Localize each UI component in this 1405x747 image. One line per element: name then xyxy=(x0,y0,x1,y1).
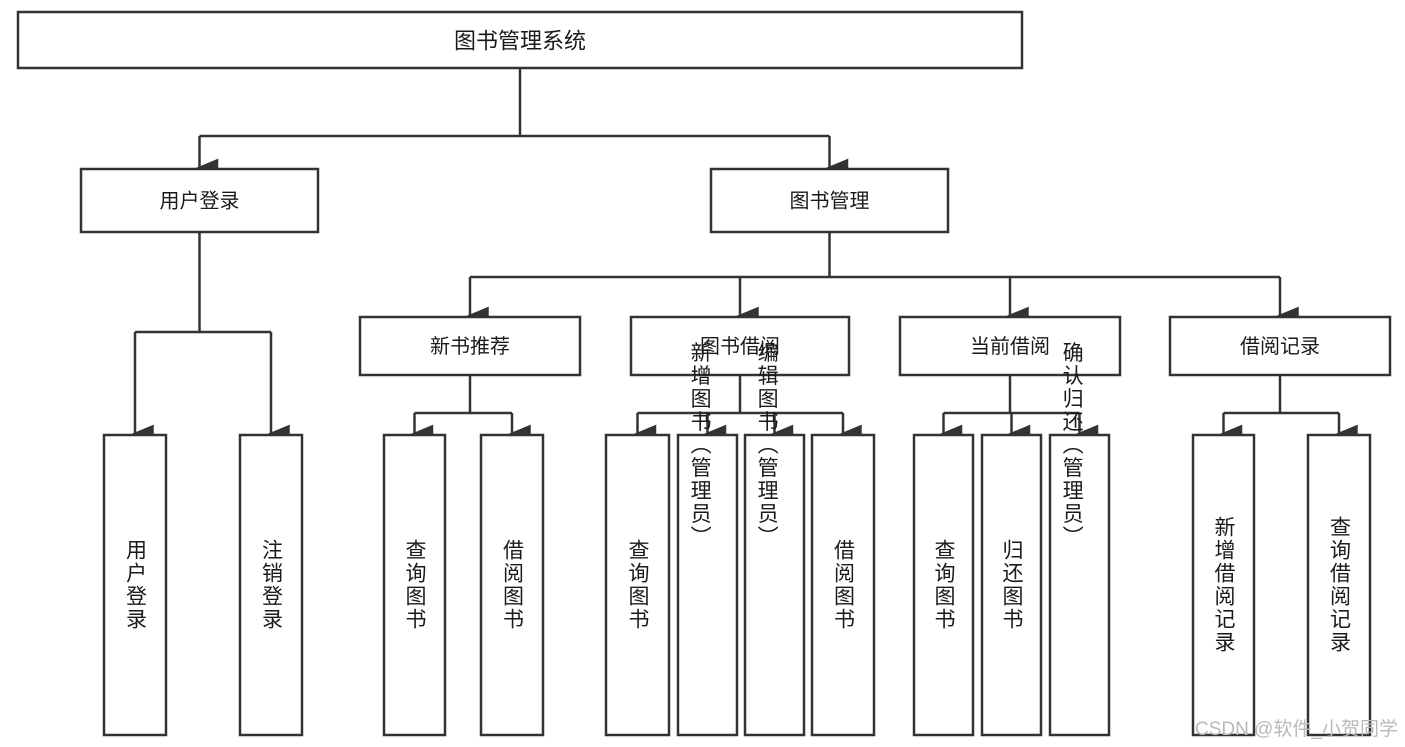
node-borrow-record[interactable]: 借阅记录 xyxy=(1168,315,1392,377)
node-leaf-query-record[interactable]: 查询借阅记录 xyxy=(1306,433,1372,737)
node-label-leaf-user-logout: 注销登录 xyxy=(260,539,284,631)
node-label-leaf-user-login: 用户登录 xyxy=(124,539,148,631)
node-leaf-add-book[interactable]: 新增图书（管理员） xyxy=(676,342,739,737)
node-box-current-borrow xyxy=(898,315,1122,377)
node-box-leaf-user-login xyxy=(102,433,168,737)
node-book-manage[interactable]: 图书管理 xyxy=(709,167,950,234)
node-label-leaf-borrow-book-1: 借阅图书 xyxy=(501,539,525,631)
node-box-leaf-borrow-book-1 xyxy=(479,433,545,737)
node-box-leaf-query-book-2 xyxy=(604,433,671,737)
node-new-book-rec[interactable]: 新书推荐 xyxy=(358,315,582,377)
node-leaf-query-book-1[interactable]: 查询图书 xyxy=(382,433,447,737)
node-user-login[interactable]: 用户登录 xyxy=(79,167,320,234)
node-box-leaf-borrow-book-2 xyxy=(810,433,876,737)
node-label-root: 图书管理系统 xyxy=(454,29,586,54)
node-label-book-manage: 图书管理 xyxy=(790,190,870,213)
node-box-user-login xyxy=(79,167,320,234)
node-leaf-user-logout[interactable]: 注销登录 xyxy=(238,433,304,737)
node-box-leaf-query-book-1 xyxy=(382,433,447,737)
node-layer: 图书管理系统用户登录图书管理新书推荐图书借阅当前借阅借阅记录用户登录注销登录查询… xyxy=(16,10,1392,737)
node-box-root xyxy=(16,10,1024,70)
node-leaf-user-login[interactable]: 用户登录 xyxy=(102,433,168,737)
node-leaf-edit-book[interactable]: 编辑图书（管理员） xyxy=(743,342,806,737)
node-box-borrow-record xyxy=(1168,315,1392,377)
node-label-leaf-add-book: 新增图书（管理员） xyxy=(688,342,712,549)
node-leaf-query-book-3[interactable]: 查询图书 xyxy=(912,433,975,737)
node-book-borrow[interactable]: 图书借阅 xyxy=(629,315,851,377)
node-box-book-borrow xyxy=(629,315,851,377)
node-leaf-borrow-book-2[interactable]: 借阅图书 xyxy=(810,433,876,737)
node-label-leaf-add-record: 新增借阅记录 xyxy=(1212,516,1236,654)
node-box-leaf-user-logout xyxy=(238,433,304,737)
node-box-leaf-confirm-return xyxy=(1048,433,1111,737)
node-box-book-manage xyxy=(709,167,950,234)
node-root[interactable]: 图书管理系统 xyxy=(16,10,1024,70)
node-label-current-borrow: 当前借阅 xyxy=(970,335,1050,358)
node-current-borrow[interactable]: 当前借阅 xyxy=(898,315,1122,377)
node-box-leaf-add-record xyxy=(1191,433,1256,737)
node-label-leaf-query-record: 查询借阅记录 xyxy=(1328,516,1352,654)
node-leaf-borrow-book-1[interactable]: 借阅图书 xyxy=(479,433,545,737)
node-leaf-add-record[interactable]: 新增借阅记录 xyxy=(1191,433,1256,737)
node-label-leaf-query-book-3: 查询图书 xyxy=(932,539,956,631)
node-leaf-return-book[interactable]: 归还图书 xyxy=(980,433,1043,737)
node-box-leaf-query-book-3 xyxy=(912,433,975,737)
node-box-leaf-edit-book xyxy=(743,433,806,737)
watermark-text: CSDN @软件_小贺同学 xyxy=(1195,718,1398,740)
node-leaf-confirm-return[interactable]: 确认归还（管理员） xyxy=(1048,342,1111,737)
node-label-book-borrow: 图书借阅 xyxy=(700,335,780,358)
node-box-leaf-query-record xyxy=(1306,433,1372,737)
node-label-leaf-query-book-1: 查询图书 xyxy=(403,539,427,631)
connector-layer xyxy=(131,68,1358,444)
node-label-leaf-edit-book: 编辑图书（管理员） xyxy=(755,342,779,549)
node-label-leaf-query-book-2: 查询图书 xyxy=(626,539,650,631)
node-label-borrow-record: 借阅记录 xyxy=(1240,335,1320,358)
node-box-leaf-return-book xyxy=(980,433,1043,737)
node-label-new-book-rec: 新书推荐 xyxy=(430,335,510,358)
node-box-leaf-add-book xyxy=(676,433,739,737)
node-label-leaf-confirm-return: 确认归还（管理员） xyxy=(1060,342,1084,549)
node-label-user-login: 用户登录 xyxy=(160,190,240,213)
node-label-leaf-borrow-book-2: 借阅图书 xyxy=(832,539,856,631)
node-leaf-query-book-2[interactable]: 查询图书 xyxy=(604,433,671,737)
node-box-new-book-rec xyxy=(358,315,582,377)
node-label-leaf-return-book: 归还图书 xyxy=(1000,539,1024,631)
